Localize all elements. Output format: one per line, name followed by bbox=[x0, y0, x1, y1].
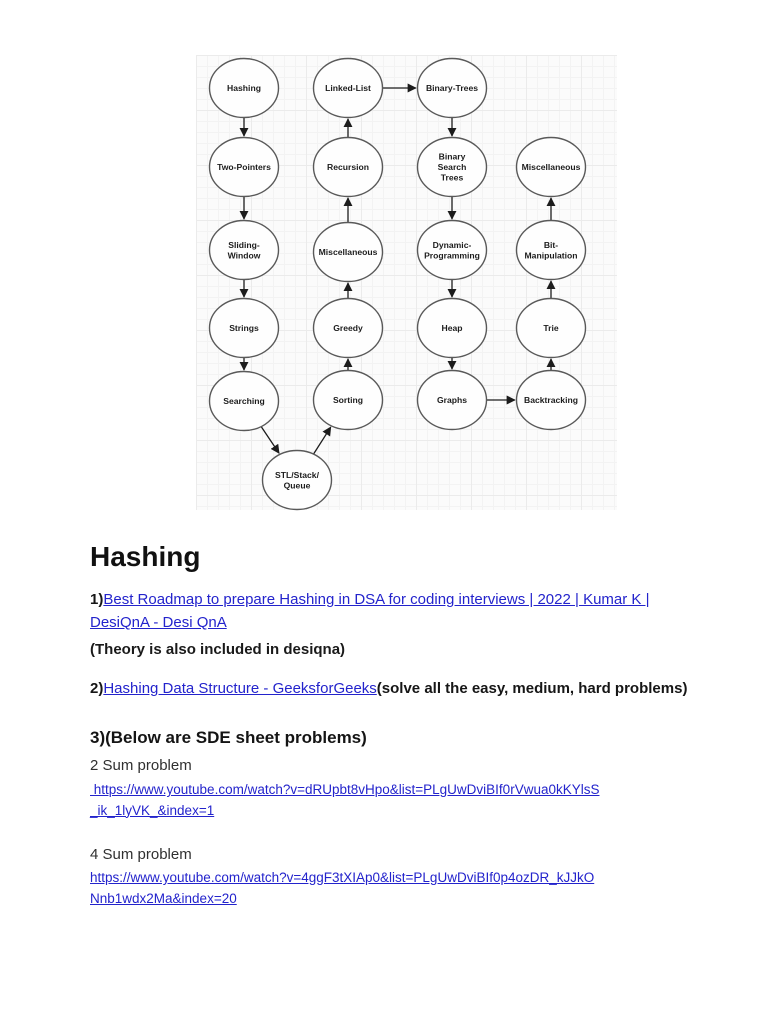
roadmap-node-stl-stack-queue: STL/Stack/Queue bbox=[261, 449, 333, 511]
svg-text:Greedy: Greedy bbox=[333, 323, 363, 333]
problem-2-url-line2[interactable]: Nnb1wdx2Ma&index=20 bbox=[90, 890, 237, 906]
roadmap-arrow-stl-stack-queue-to-sorting bbox=[312, 426, 332, 455]
svg-text:Binary-Trees: Binary-Trees bbox=[426, 83, 478, 93]
svg-text:Linked-List: Linked-List bbox=[325, 83, 371, 93]
roadmap-node-dynamic-prog: Dynamic-Programming bbox=[416, 219, 488, 281]
problem-1-url-line2[interactable]: _ik_1lyVK_&index=1 bbox=[90, 802, 215, 818]
roadmap-node-recursion: Recursion bbox=[312, 136, 384, 198]
svg-text:Strings: Strings bbox=[229, 323, 259, 333]
roadmap-node-sliding-window: Sliding-Window bbox=[208, 219, 280, 281]
item1-number: 1) bbox=[90, 591, 104, 608]
resource-item-2: 2)Hashing Data Structure - GeeksforGeeks… bbox=[90, 677, 687, 700]
roadmap-node-linked-list: Linked-List bbox=[312, 57, 384, 119]
svg-text:Searching: Searching bbox=[223, 396, 265, 406]
svg-text:Bit-Manipulation: Bit-Manipulation bbox=[525, 240, 578, 261]
svg-text:Heap: Heap bbox=[441, 323, 462, 333]
roadmap-node-greedy: Greedy bbox=[312, 297, 384, 359]
roadmap-node-searching: Searching bbox=[208, 370, 280, 432]
svg-text:Sorting: Sorting bbox=[333, 395, 363, 405]
roadmap-node-strings: Strings bbox=[208, 297, 280, 359]
roadmap-arrow-searching-to-stl-stack-queue bbox=[260, 426, 280, 454]
roadmap-node-binary-trees: Binary-Trees bbox=[416, 57, 488, 119]
svg-text:Backtracking: Backtracking bbox=[524, 395, 578, 405]
problem-1-url: https://www.youtube.com/watch?v=dRUpbt8v… bbox=[90, 780, 599, 821]
theory-note: (Theory is also included in desiqna) bbox=[90, 641, 346, 658]
roadmap-node-heap: Heap bbox=[416, 297, 488, 359]
roadmap-node-two-pointers: Two-Pointers bbox=[208, 136, 280, 198]
svg-text:STL/Stack/Queue: STL/Stack/Queue bbox=[275, 470, 320, 491]
problem-2-title: 4 Sum problem bbox=[90, 846, 192, 863]
svg-text:Hashing: Hashing bbox=[227, 83, 261, 93]
sde-sheet-heading: 3)(Below are SDE sheet problems) bbox=[90, 728, 367, 747]
roadmap-node-sorting: Sorting bbox=[312, 369, 384, 431]
svg-text:Trie: Trie bbox=[543, 323, 559, 333]
item1-link-line2[interactable]: DesiQnA - Desi QnA bbox=[90, 614, 227, 631]
svg-text:Two-Pointers: Two-Pointers bbox=[217, 162, 271, 172]
roadmap-node-misc-right: Miscellaneous bbox=[515, 136, 587, 198]
problem-1-title: 2 Sum problem bbox=[90, 757, 192, 774]
item2-suffix: (solve all the easy, medium, hard proble… bbox=[376, 680, 688, 697]
svg-text:Graphs: Graphs bbox=[437, 395, 467, 405]
roadmap-node-graphs: Graphs bbox=[416, 369, 488, 431]
svg-text:Miscellaneous: Miscellaneous bbox=[319, 247, 378, 257]
item2-link[interactable]: Hashing Data Structure - GeeksforGeeks bbox=[103, 680, 377, 697]
svg-text:Recursion: Recursion bbox=[327, 162, 369, 172]
resource-item-1: 1)Best Roadmap to prepare Hashing in DSA… bbox=[90, 588, 649, 634]
roadmap-node-backtracking: Backtracking bbox=[515, 369, 587, 431]
problem-2-url-line1[interactable]: https://www.youtube.com/watch?v=4ggF3tXI… bbox=[90, 870, 595, 885]
roadmap-node-bit-manipulation: Bit-Manipulation bbox=[515, 219, 587, 281]
roadmap-node-trie: Trie bbox=[515, 297, 587, 359]
problem-1-url-line1[interactable]: https://www.youtube.com/watch?v=dRUpbt8v… bbox=[90, 782, 600, 797]
svg-text:Miscellaneous: Miscellaneous bbox=[522, 162, 581, 172]
roadmap-node-hashing: Hashing bbox=[208, 57, 280, 119]
item2-number: 2) bbox=[90, 680, 104, 697]
page-title: Hashing bbox=[90, 541, 201, 572]
roadmap-svg: Hashing Linked-List Binary-TreesTwo-Pointe… bbox=[208, 57, 587, 511]
svg-text:Dynamic-Programming: Dynamic-Programming bbox=[424, 240, 480, 261]
problem-2-url: https://www.youtube.com/watch?v=4ggF3tXI… bbox=[90, 868, 594, 909]
roadmap-node-misc-mid: Miscellaneous bbox=[312, 221, 384, 283]
item1-link-line1[interactable]: Best Roadmap to prepare Hashing in DSA f… bbox=[103, 591, 650, 608]
svg-text:Sliding-Window: Sliding-Window bbox=[228, 240, 261, 261]
